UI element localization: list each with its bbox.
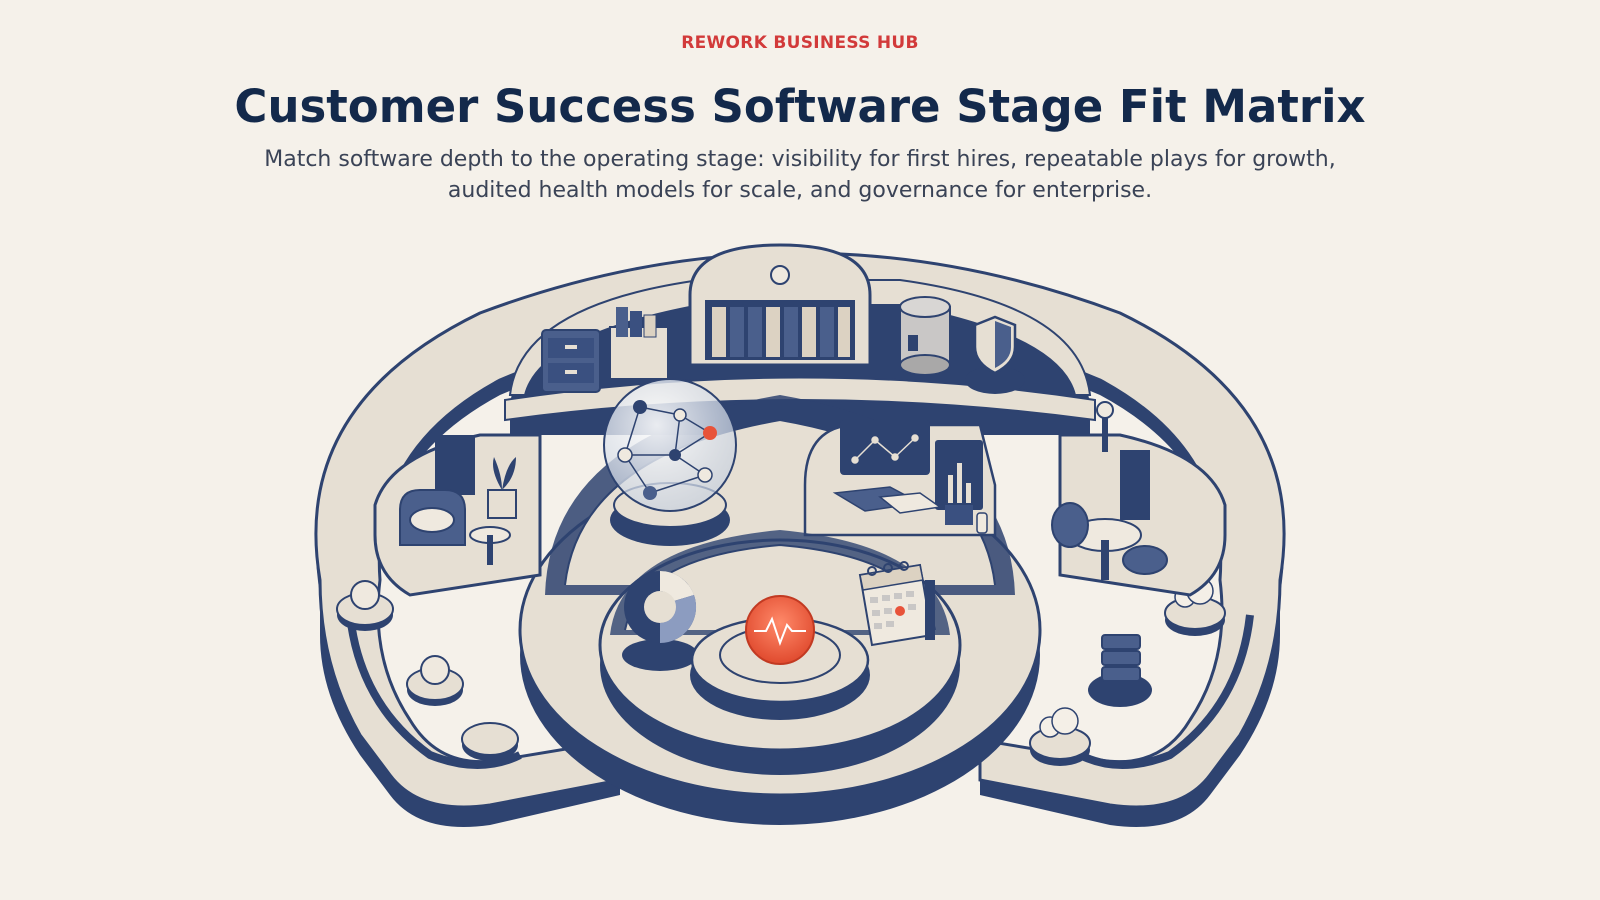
meeting-area: [1051, 401, 1227, 597]
brand-eyebrow: REWORK BUSINESS HUB: [681, 33, 919, 53]
isometric-hub-illustration: [314, 243, 1286, 827]
shield-icon: [965, 315, 1025, 394]
calendar-icon: [858, 561, 935, 647]
folder-box-icon: [609, 307, 669, 380]
right-track-nodes: [1029, 577, 1254, 769]
network-globe-icon: [603, 378, 737, 546]
heartbeat-orb-icon: [690, 595, 870, 720]
filing-cabinet-icon: [541, 329, 601, 393]
keyboard-icon: [832, 486, 988, 534]
lounge-area: [373, 433, 542, 597]
round-table-icon: [469, 526, 511, 565]
cloud-icon: [1029, 707, 1091, 766]
plant-icon: [487, 457, 517, 519]
lounge-chair-icon: [399, 489, 466, 546]
page-title: Customer Success Software Stage Fit Matr…: [234, 80, 1366, 133]
database-icon: [899, 296, 951, 376]
binder-shelf-icon: [688, 243, 872, 367]
page-subtitle: Match software depth to the operating st…: [264, 147, 1336, 203]
cloud-icon: [1164, 577, 1226, 636]
donut-chart-icon: [622, 570, 698, 671]
server-stack-icon: [1088, 634, 1152, 707]
left-track-nodes: [336, 580, 522, 769]
